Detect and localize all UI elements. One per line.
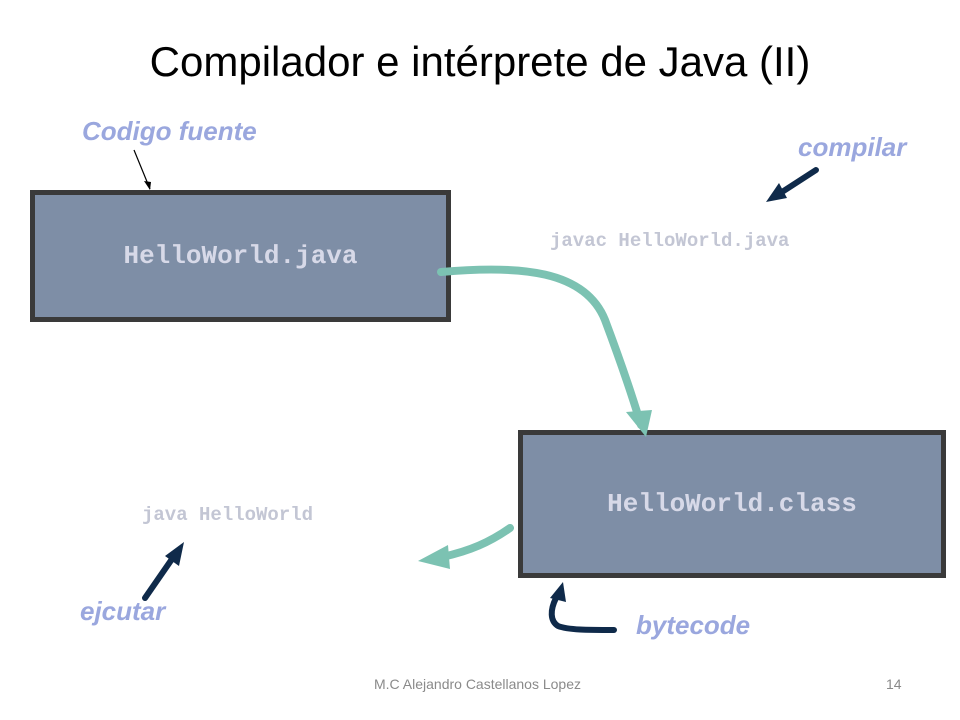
slide-title: Compilador e intérprete de Java (II) [149, 38, 811, 85]
run-pointer-line [142, 556, 175, 601]
run-flow-arrow [438, 524, 514, 561]
run-command: java HelloWorld [142, 504, 314, 526]
page-number: 14 [886, 676, 902, 692]
run-pointer-head [165, 542, 184, 566]
source-code-label: Codigo fuente [82, 116, 257, 146]
source-file-name: HelloWorld.java [123, 241, 358, 271]
compile-pointer-head [766, 183, 787, 202]
class-file-box: HelloWorld.class [518, 430, 946, 578]
footer-author: M.C Alejandro Castellanos Lopez [374, 676, 582, 692]
compile-pointer-line [779, 167, 819, 195]
compile-flow-arrow [437, 265, 645, 429]
compile-flow-arrowhead [626, 410, 652, 437]
bytecode-pointer-line [548, 595, 617, 633]
bytecode-label: bytecode [636, 610, 751, 640]
source-pointer-head [144, 181, 151, 190]
bytecode-pointer-head [550, 582, 566, 602]
class-file-name: HelloWorld.class [607, 489, 857, 519]
run-flow-arrowhead [418, 545, 450, 569]
compile-command: javac HelloWorld.java [550, 230, 790, 252]
run-label: ejcutar [80, 596, 166, 626]
source-file-box: HelloWorld.java [30, 190, 451, 322]
compile-label: compilar [798, 132, 907, 162]
